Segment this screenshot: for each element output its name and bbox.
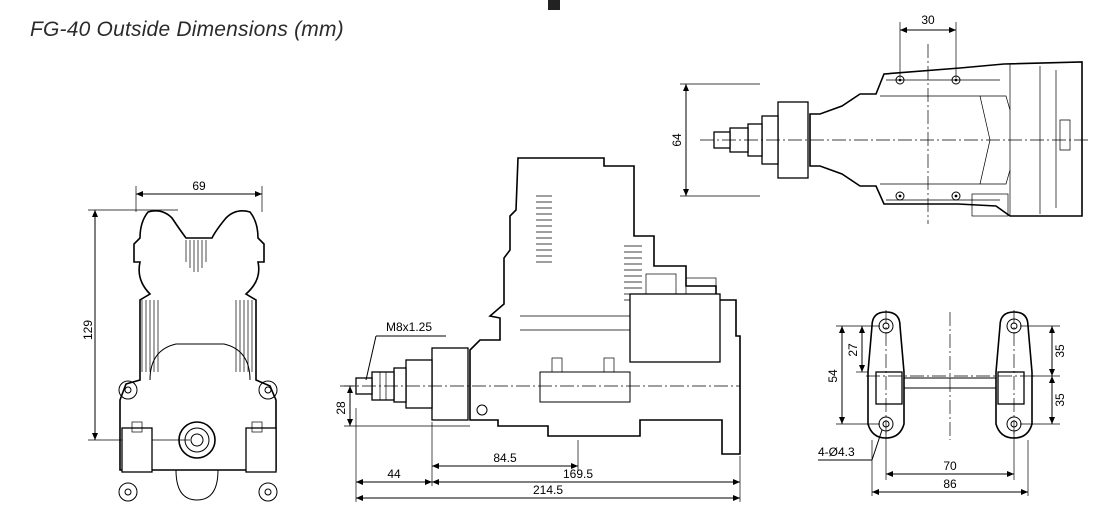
mount-view: 54 27 35 35 4-Ø4.3 70 86 — [818, 310, 1067, 496]
mount-35-top-label: 35 — [1053, 344, 1067, 358]
dim-84-5-label: 84.5 — [493, 451, 517, 465]
cropped-glyph — [548, 0, 560, 10]
mount-27-label: 27 — [846, 343, 860, 357]
mount-holes-label: 4-Ø4.3 — [818, 445, 855, 459]
top-width-label: 64 — [670, 133, 684, 147]
top-spacing-label: 30 — [921, 13, 935, 27]
dim-44-label: 44 — [387, 467, 401, 481]
mount-54-label: 54 — [826, 369, 840, 383]
top-view: 30 64 — [670, 13, 1088, 224]
front-height-label: 129 — [81, 320, 95, 340]
drawing-title: FG-40 Outside Dimensions (mm) — [30, 18, 344, 41]
mount-70-label: 70 — [943, 459, 957, 473]
front-width-label: 69 — [192, 179, 206, 193]
side-view: M8x1.25 28 84.5 44 169.5 214.5 — [334, 157, 741, 502]
front-view: 69 129 — [81, 179, 278, 502]
thread-label: M8x1.25 — [386, 320, 432, 334]
mount-35-bottom-label: 35 — [1053, 393, 1067, 407]
dim-169-5-label: 169.5 — [563, 467, 593, 481]
dim-214-5-label: 214.5 — [533, 483, 563, 497]
mount-86-label: 86 — [943, 477, 957, 491]
shaft-height-label: 28 — [334, 401, 348, 415]
